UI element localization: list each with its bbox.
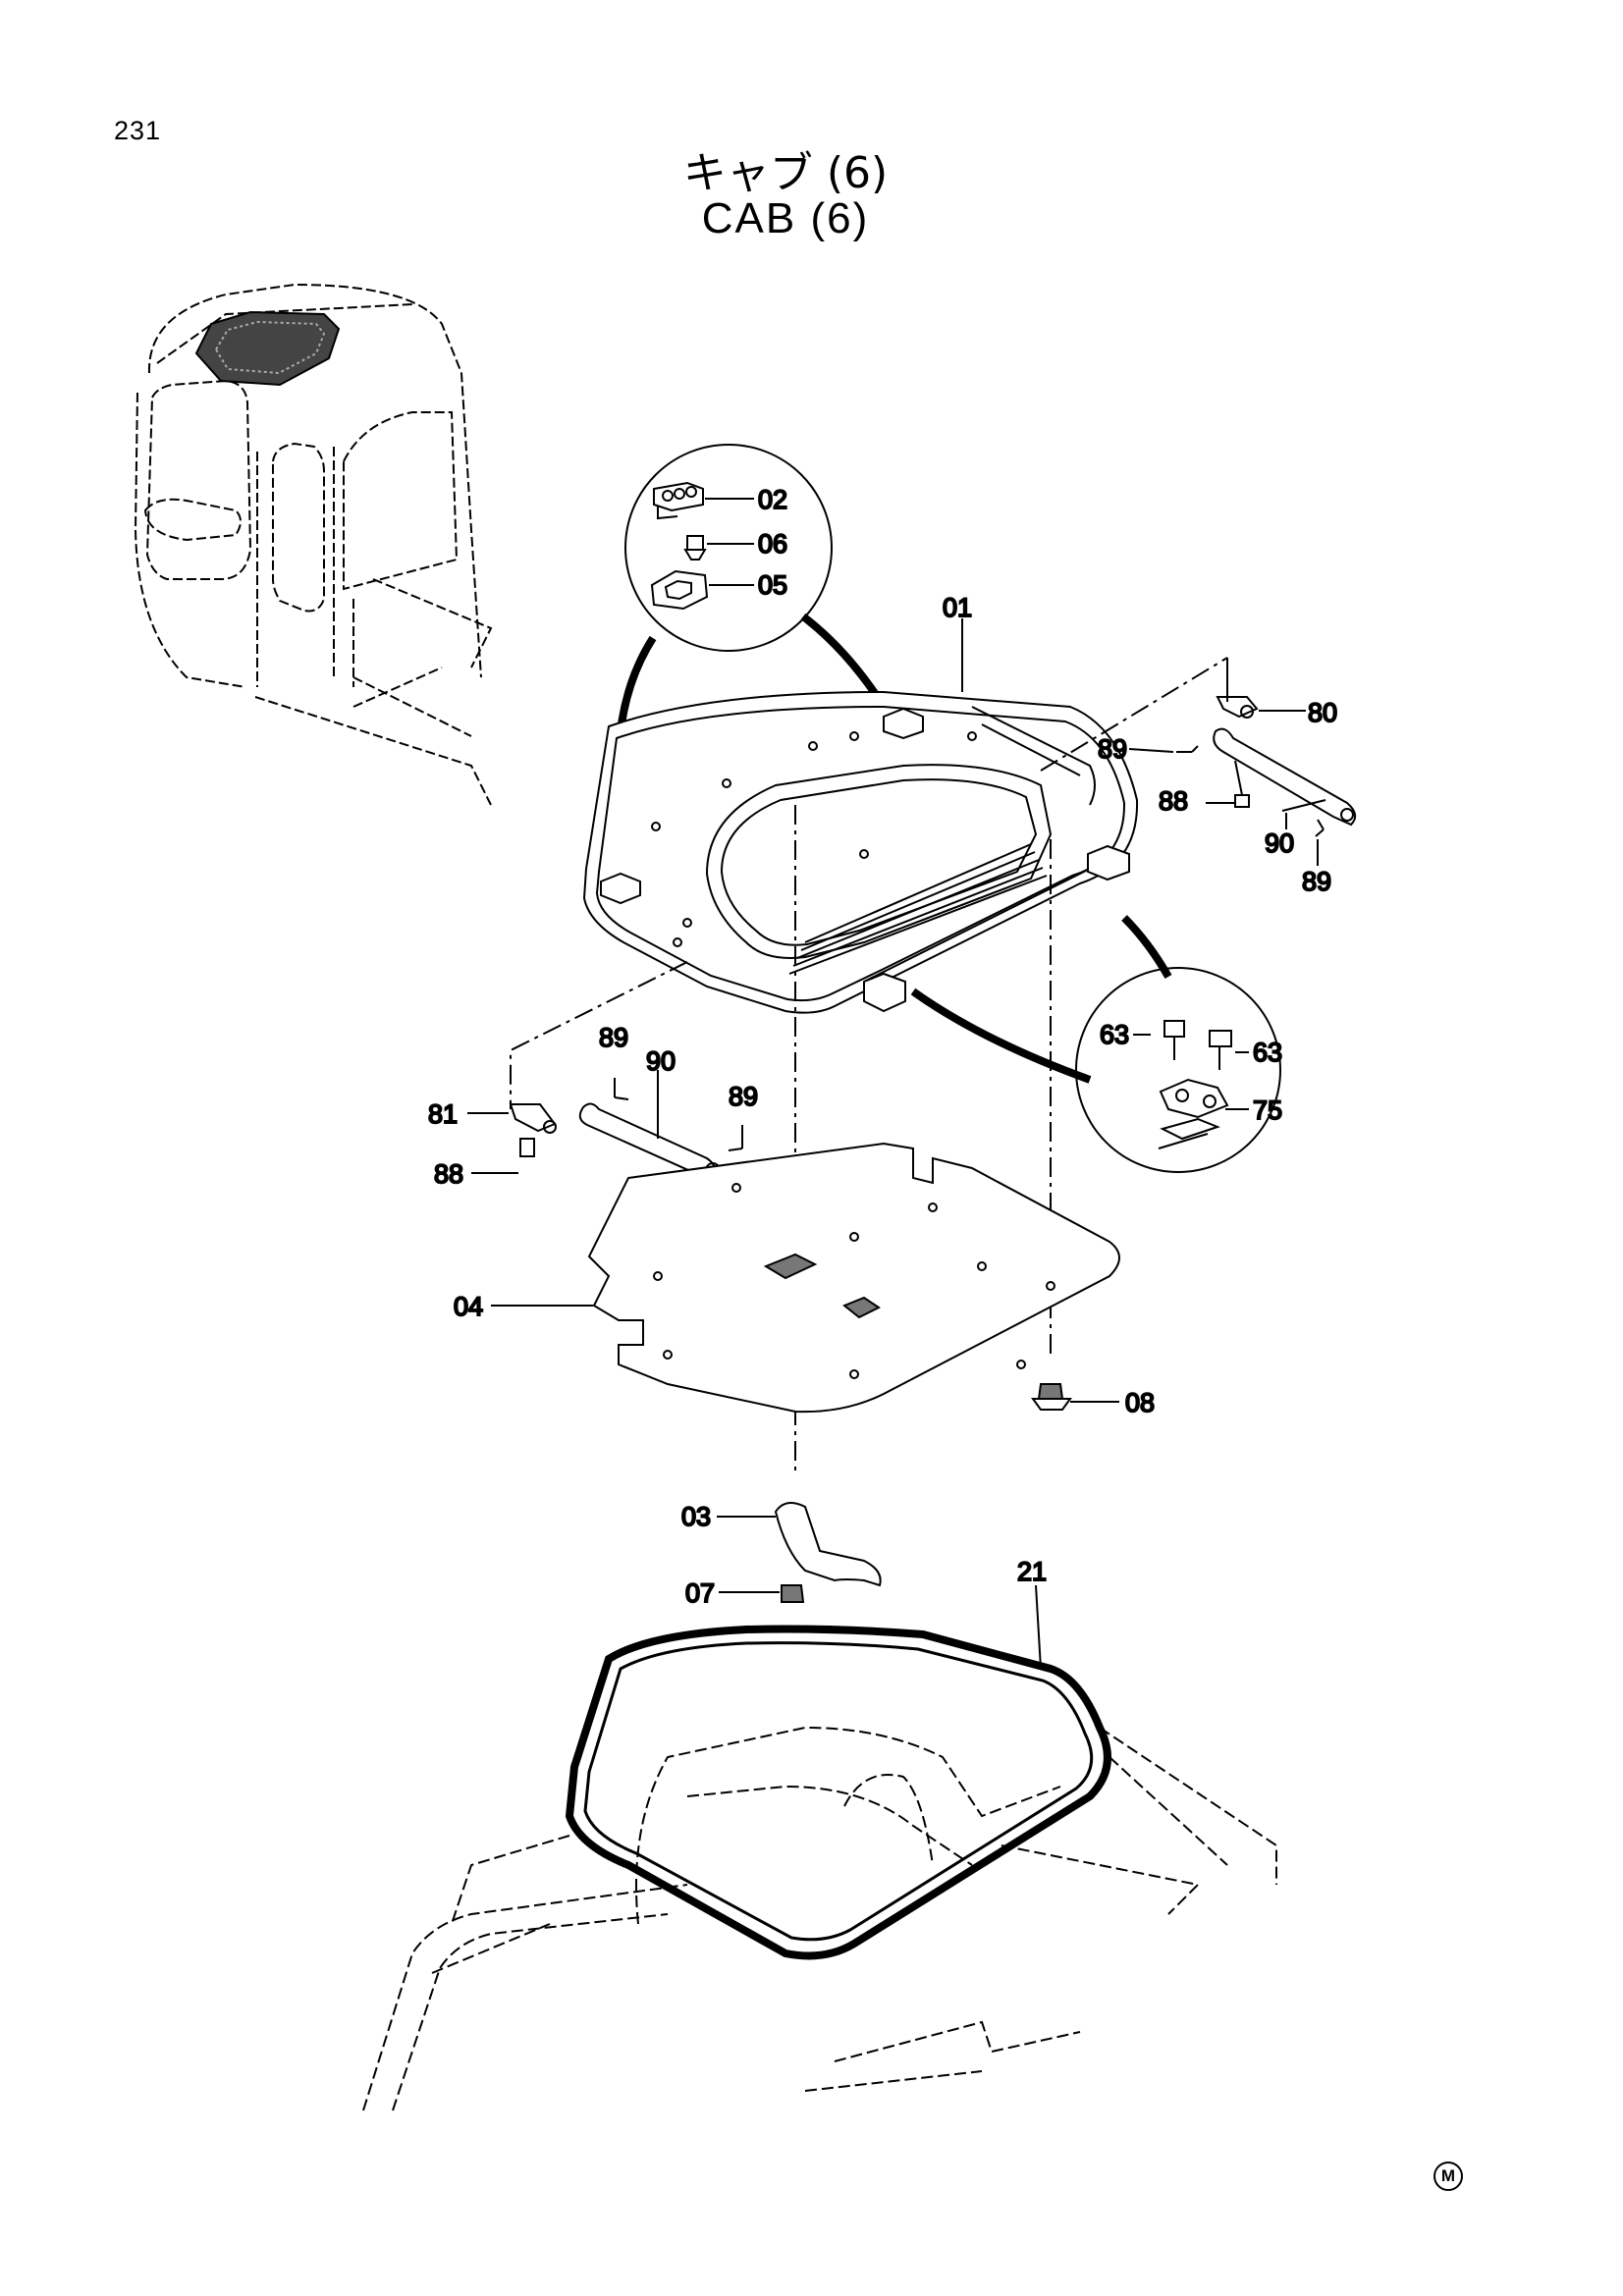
callout-01: 01: [943, 593, 972, 622]
callout-89-right-lower: 89: [1302, 867, 1331, 896]
callout-89-left-lower: 89: [729, 1082, 758, 1111]
inner-liner-part-04: [491, 1142, 1120, 1414]
callout-90-right: 90: [1265, 828, 1294, 858]
callout-80: 80: [1308, 698, 1337, 727]
callout-88-left: 88: [434, 1159, 463, 1189]
callout-07: 07: [685, 1578, 715, 1608]
callout-06: 06: [758, 529, 787, 559]
roof-frame-part-01: [582, 618, 1139, 1472]
callout-90-left: 90: [646, 1046, 676, 1076]
detail-circle-lower: [910, 915, 1281, 1173]
callout-88-right: 88: [1159, 786, 1188, 816]
callout-03: 03: [681, 1502, 711, 1531]
callout-21: 21: [1017, 1557, 1047, 1586]
callout-08: 08: [1125, 1388, 1155, 1417]
page-title-japanese: キャブ (6): [682, 148, 889, 198]
callout-63-right: 63: [1253, 1038, 1282, 1067]
seal-part-21: [565, 1584, 1111, 1960]
detail-circle-upper: [614, 444, 883, 816]
strut-assembly-left: [467, 961, 743, 1180]
callout-04: 04: [454, 1292, 483, 1321]
roof-hatch-highlight: [194, 310, 341, 387]
strut-assembly-right: [1040, 657, 1357, 866]
cab-overview-illustration: [134, 283, 493, 806]
page-number: 231: [114, 116, 162, 145]
corner-mark: M: [1434, 2162, 1463, 2191]
page-title-english: CAB (6): [701, 194, 870, 242]
callout-81: 81: [428, 1099, 458, 1129]
cab-outline-bottom: [362, 1726, 1277, 2111]
callout-05: 05: [758, 570, 787, 600]
callout-75: 75: [1253, 1095, 1282, 1125]
callout-02: 02: [758, 485, 787, 514]
callout-63-left: 63: [1100, 1020, 1129, 1049]
grab-handle-part-03: [717, 1383, 1119, 1603]
callout-89-right-upper: 89: [1098, 734, 1127, 764]
callout-89-left-upper: 89: [599, 1023, 628, 1052]
